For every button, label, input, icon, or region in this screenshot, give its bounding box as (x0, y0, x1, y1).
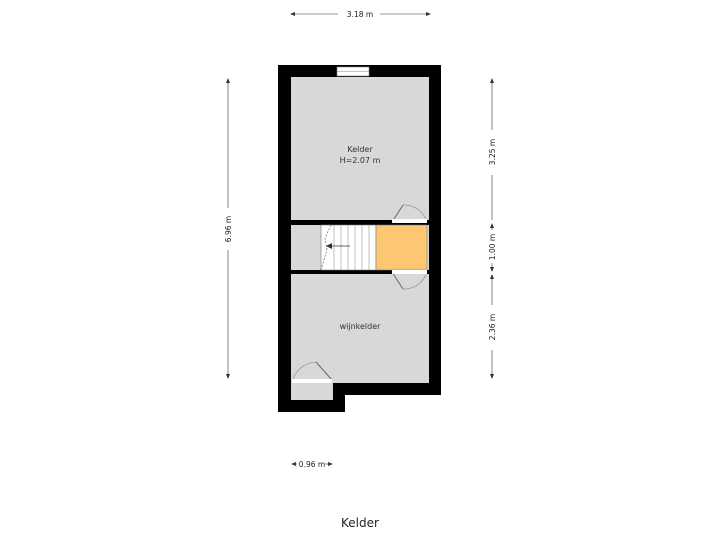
dim-label-right-middle: 1.00 m (488, 234, 497, 260)
dim-label-top: 3.18 m (347, 10, 373, 19)
dim-label-left: 6.96 m (224, 216, 233, 242)
floor-title: Kelder (341, 516, 379, 530)
dimension-right: 3.25 m 1.00 m 2.36 m (488, 78, 497, 379)
room-label-wijnkelder: wijnkelder (340, 322, 382, 331)
dimension-bottom-width: 0.96 m (291, 460, 333, 469)
dim-label-right-upper: 3.25 m (488, 139, 497, 165)
room-height-kelder: H=2.07 m (340, 156, 381, 165)
stair-arrow-icon (326, 243, 332, 249)
room-wijnkelder (291, 274, 429, 383)
dim-label-right-lower: 2.36 m (488, 314, 497, 340)
room-kelder (291, 77, 429, 220)
dimension-left-height: 6.96 m (224, 78, 233, 379)
dim-label-bottom: 0.96 m (299, 460, 325, 469)
door-kelder-icon (391, 204, 428, 223)
door-wijnkelder-icon (391, 270, 428, 290)
dimension-top-width: 3.18 m (290, 10, 431, 19)
room-label-kelder: Kelder (347, 145, 373, 154)
door-alcove-icon (291, 361, 333, 383)
staircase (320, 224, 377, 271)
alcove (291, 383, 333, 400)
window (336, 66, 370, 77)
stair-landing (375, 224, 428, 271)
